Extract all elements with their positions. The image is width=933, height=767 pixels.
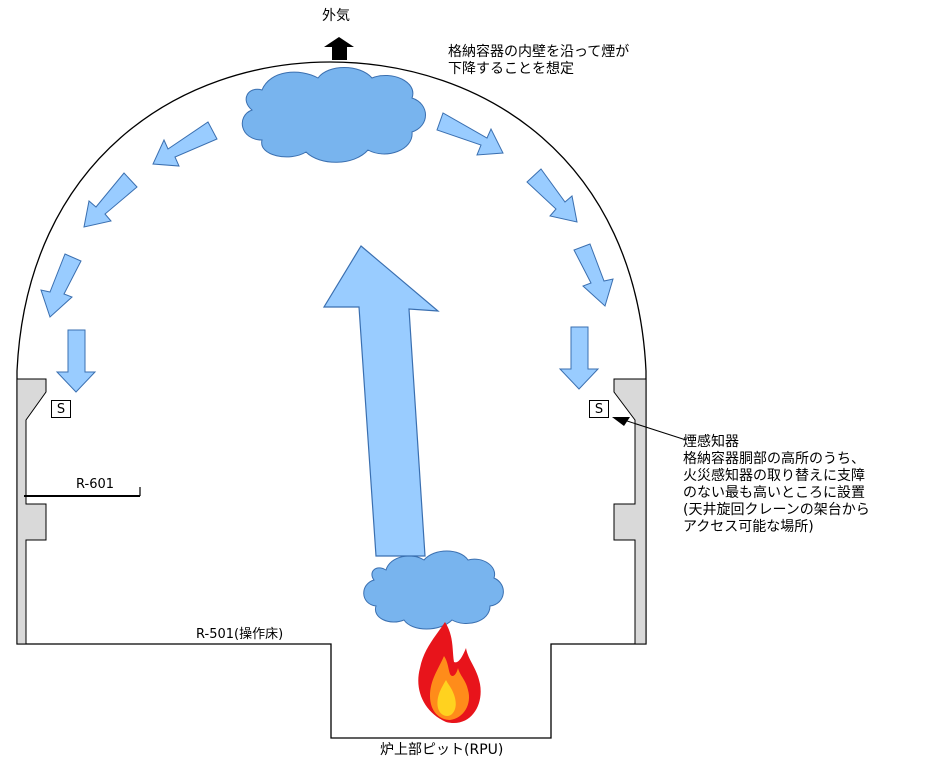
smoke-cloud-lower (363, 550, 504, 630)
fire-flame (418, 622, 481, 724)
detector-note-line: 格納容器胴部の高所のうち、 (683, 451, 865, 467)
detector-note-line: (天井旋回クレーンの架台から (683, 502, 870, 518)
smoke-assumption-line1: 格納容器の内壁を沿って煙が (448, 44, 630, 60)
right-descending-arrows (436, 112, 614, 390)
smoke-cloud-top (241, 67, 426, 163)
right-arrow-1 (436, 112, 504, 156)
detector-leader-arrowhead (612, 417, 630, 426)
left-arrow-1 (152, 121, 218, 167)
detector-note-line: 煙感知器 (683, 434, 739, 450)
left-descending-arrows (40, 121, 218, 393)
detector-note-line: アクセス可能な場所) (683, 519, 814, 535)
flame-inner (437, 680, 456, 716)
right-arrow-4 (558, 326, 600, 390)
outside-air-label: 外気 (322, 8, 350, 24)
smoke-detector-right: S (589, 400, 609, 418)
right-wall (613, 378, 647, 645)
right-arrow-3 (573, 243, 614, 307)
outside-air-arrow (324, 37, 354, 60)
rising-smoke-arrow (322, 245, 440, 557)
r501-label: R-501(操作床) (196, 627, 284, 642)
left-wall (16, 378, 47, 645)
containment-outline (16, 61, 647, 739)
detector-note-line: 火災感知器の取り替えに支障 (683, 468, 865, 484)
detector-leader-line (623, 419, 687, 441)
smoke-detector-left: S (51, 400, 71, 418)
left-arrow-3 (40, 253, 82, 318)
smoke-assumption-line2: 下降することを想定 (448, 61, 574, 77)
left-arrow-2 (83, 172, 138, 228)
right-arrow-2 (526, 168, 578, 223)
left-arrow-4 (55, 329, 97, 393)
pit-label: 炉上部ピット(RPU) (380, 742, 504, 758)
detector-note-line: のない最も高いところに設置 (683, 485, 865, 501)
detector-note: 煙感知器 格納容器胴部の高所のうち、 火災感知器の取り替えに支障 のない最も高い… (683, 434, 870, 536)
r601-label: R-601 (76, 477, 115, 492)
